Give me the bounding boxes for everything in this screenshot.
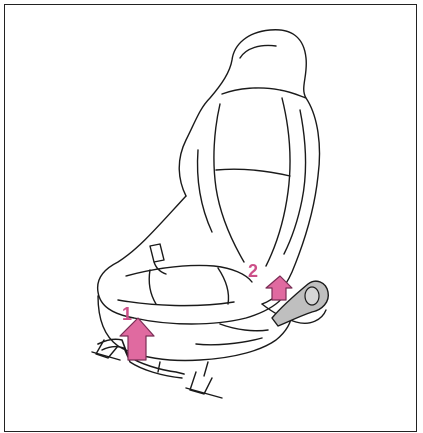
seatback-center-panel (214, 104, 244, 262)
callout-1: 1 (122, 304, 132, 324)
lift-arrow-1 (120, 318, 154, 360)
headrest-seam (222, 88, 306, 98)
callout-2: 2 (248, 261, 258, 281)
seatbelt-buckle (150, 244, 164, 262)
